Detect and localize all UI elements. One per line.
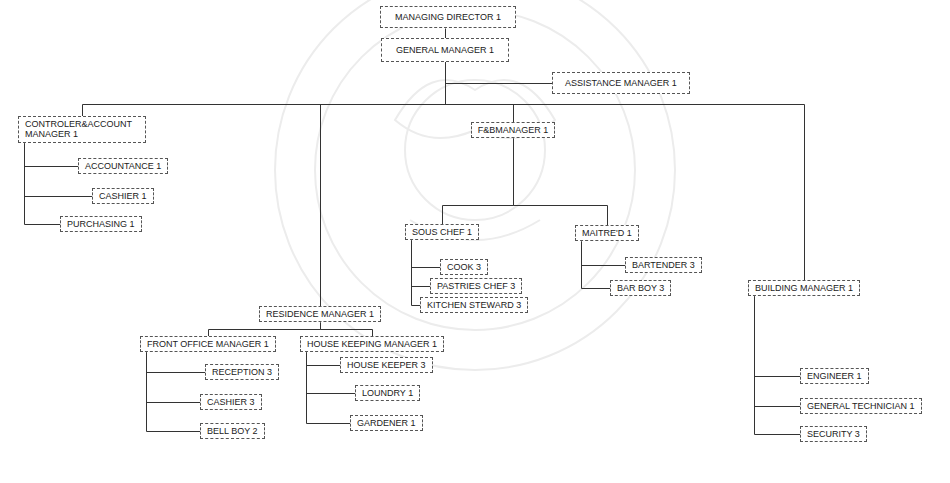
position-title: HOUSE KEEPER 3: [347, 360, 426, 370]
position-box: CONTROLER&ACCOUNT MANAGER 1: [18, 116, 146, 143]
position-box: LOUNDRY 1: [355, 385, 420, 401]
reporting-line: [83, 63, 446, 117]
reporting-line: [446, 63, 805, 281]
watermark-ring: [315, 10, 635, 330]
reporting-line: [412, 241, 441, 268]
position-box: PASTRIES CHEF 3: [430, 278, 522, 294]
position-box: GARDENER 1: [350, 415, 423, 431]
reporting-line: [755, 297, 801, 435]
position-title: HOUSE KEEPING MANAGER 1: [307, 339, 437, 349]
reporting-line: [321, 323, 373, 337]
reporting-line: [412, 241, 421, 306]
position-title: FRONT OFFICE MANAGER 1: [147, 339, 269, 349]
position-box: RESIDENCE MANAGER 1: [259, 306, 381, 322]
position-title: ENGINEER 1: [807, 371, 862, 381]
position-title: PURCHASING 1: [67, 219, 135, 229]
position-title: MANAGING DIRECTOR 1: [395, 12, 501, 22]
position-title: GARDENER 1: [357, 418, 416, 428]
position-box: CASHIER 1: [92, 188, 154, 204]
reporting-line: [412, 241, 431, 287]
position-title: CASHIER 1: [99, 191, 147, 201]
reporting-line: [582, 242, 626, 266]
position-title: LOUNDRY 1: [362, 388, 413, 398]
position-title: ASSISTANCE MANAGER 1: [565, 78, 677, 88]
position-box: MANAGING DIRECTOR 1: [380, 6, 516, 28]
position-box: GENERAL MANAGER 1: [381, 38, 509, 62]
position-title: BAR BOY 3: [617, 283, 664, 293]
position-title: PASTRIES CHEF 3: [437, 281, 515, 291]
reporting-line: [209, 323, 321, 337]
position-box: F&BMANAGER 1: [471, 122, 556, 138]
reporting-line: [443, 139, 514, 225]
reporting-line: [147, 353, 201, 403]
position-box: CASHIER 3: [200, 394, 262, 410]
position-title: CASHIER 3: [207, 397, 255, 407]
position-title: SOUS CHEF 1: [412, 227, 472, 237]
watermark-ring: [405, 80, 545, 220]
position-box: COOK 3: [440, 259, 488, 275]
position-box: MAITRE'D 1: [575, 225, 639, 241]
reporting-line: [514, 139, 608, 226]
position-box: BELL BOY 2: [200, 423, 265, 439]
position-box: HOUSE KEEPER 3: [340, 357, 433, 373]
position-title: SECURITY 3: [807, 429, 860, 439]
position-title: BELL BOY 2: [207, 426, 258, 436]
position-box: SOUS CHEF 1: [405, 224, 479, 240]
reporting-line: [147, 353, 206, 373]
reporting-line: [147, 353, 201, 432]
position-title: CONTROLER&ACCOUNT MANAGER 1: [25, 119, 139, 140]
reporting-line: [446, 63, 553, 84]
reporting-line: [582, 242, 611, 289]
watermark-figure: [395, 80, 555, 138]
reporting-line: [755, 297, 801, 377]
position-box: RECEPTION 3: [205, 364, 279, 380]
position-box: FRONT OFFICE MANAGER 1: [140, 336, 276, 352]
position-box: ASSISTANCE MANAGER 1: [552, 72, 690, 94]
position-title: GENERAL TECHNICIAN 1: [807, 401, 915, 411]
position-title: GENERAL MANAGER 1: [396, 45, 494, 55]
position-box: GENERAL TECHNICIAN 1: [800, 398, 922, 414]
reporting-line: [307, 353, 341, 366]
position-box: SECURITY 3: [800, 426, 867, 442]
position-title: RESIDENCE MANAGER 1: [266, 309, 374, 319]
position-box: ACCOUNTANCE 1: [78, 158, 168, 174]
position-box: PURCHASING 1: [60, 216, 142, 232]
reporting-line: [445, 29, 446, 39]
reporting-line: [446, 63, 514, 123]
position-box: BARTENDER 3: [625, 257, 702, 273]
position-title: ACCOUNTANCE 1: [85, 161, 161, 171]
reporting-line: [25, 144, 61, 225]
reporting-line: [25, 144, 79, 167]
position-box: ENGINEER 1: [800, 368, 869, 384]
position-box: BUILDING MANAGER 1: [748, 280, 860, 296]
position-title: KITCHEN STEWARD 3: [427, 300, 521, 310]
position-title: BUILDING MANAGER 1: [755, 283, 853, 293]
position-title: MAITRE'D 1: [582, 228, 632, 238]
position-box: KITCHEN STEWARD 3: [420, 297, 528, 313]
position-title: RECEPTION 3: [212, 367, 272, 377]
position-box: HOUSE KEEPING MANAGER 1: [300, 336, 444, 352]
position-title: F&BMANAGER 1: [478, 125, 549, 135]
position-title: COOK 3: [447, 262, 481, 272]
reporting-line: [321, 63, 446, 307]
reporting-line: [755, 297, 801, 407]
position-title: BARTENDER 3: [632, 260, 695, 270]
position-box: BAR BOY 3: [610, 280, 671, 296]
